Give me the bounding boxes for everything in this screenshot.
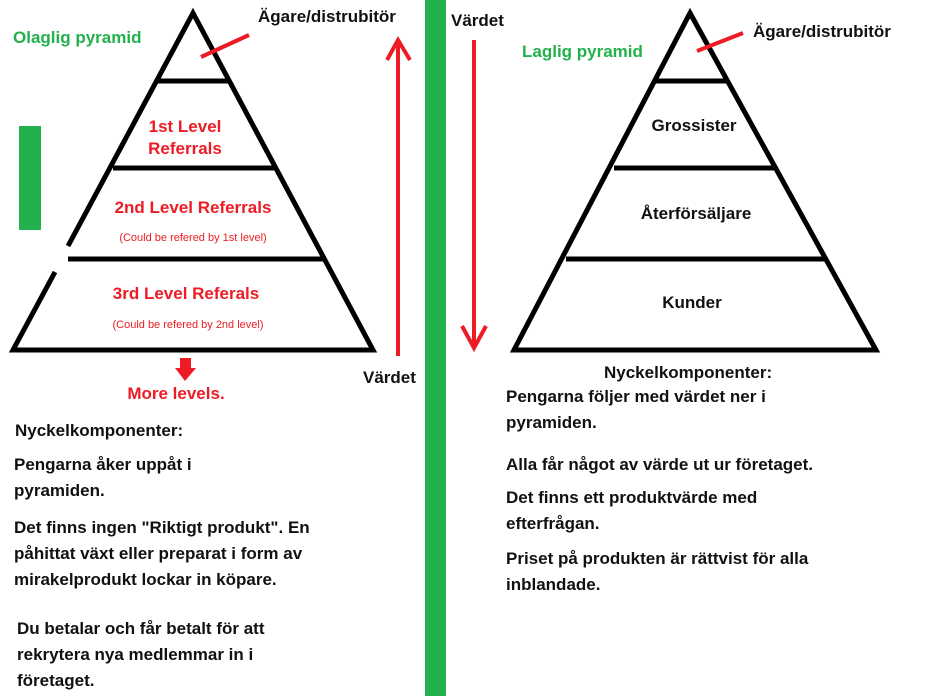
divider-bar	[425, 0, 446, 696]
green-marker	[19, 126, 41, 230]
legal-pyramid-title: Laglig pyramid	[522, 42, 643, 61]
left-key-heading: Nyckelkomponenter:	[15, 421, 184, 440]
value-down-arrow-icon	[460, 40, 488, 353]
level-customers: Kunder	[662, 293, 722, 312]
right-point-2: Alla får något av värde ut ur företaget.	[506, 455, 814, 474]
right-point-4: Priset på produkten är rättvist för alla…	[506, 549, 809, 594]
illegal-pyramid-title: Olaglig pyramid	[13, 28, 142, 47]
level-1-line2: Referrals	[148, 139, 222, 158]
illegal-pyramid	[8, 7, 378, 353]
legal-pyramid	[509, 7, 881, 353]
level-1-line1: 1st Level	[148, 117, 222, 136]
right-key-heading: Nyckelkomponenter:	[604, 363, 773, 382]
level-resellers: Återförsäljare	[640, 204, 752, 223]
owner-pointer	[696, 31, 744, 53]
owner-label: Ägare/distrubitör	[258, 7, 396, 26]
level-2-label: 2nd Level Referrals	[114, 198, 272, 217]
owner-label: Ägare/distrubitör	[753, 22, 891, 41]
owner-pointer	[200, 33, 250, 59]
level-3-sub: (Could be refered by 2nd level)	[112, 319, 264, 331]
more-levels-arrow-icon	[175, 358, 196, 381]
value-label-right: Värdet	[451, 11, 504, 30]
value-up-arrow-icon	[385, 35, 412, 356]
level-2-sub: (Could be refered by 1st level)	[119, 232, 267, 244]
level-3-label: 3rd Level Referals	[112, 284, 260, 303]
value-label-left: Värdet	[363, 368, 416, 387]
level-wholesalers: Grossister	[651, 116, 737, 135]
more-levels-label: More levels.	[127, 384, 225, 403]
